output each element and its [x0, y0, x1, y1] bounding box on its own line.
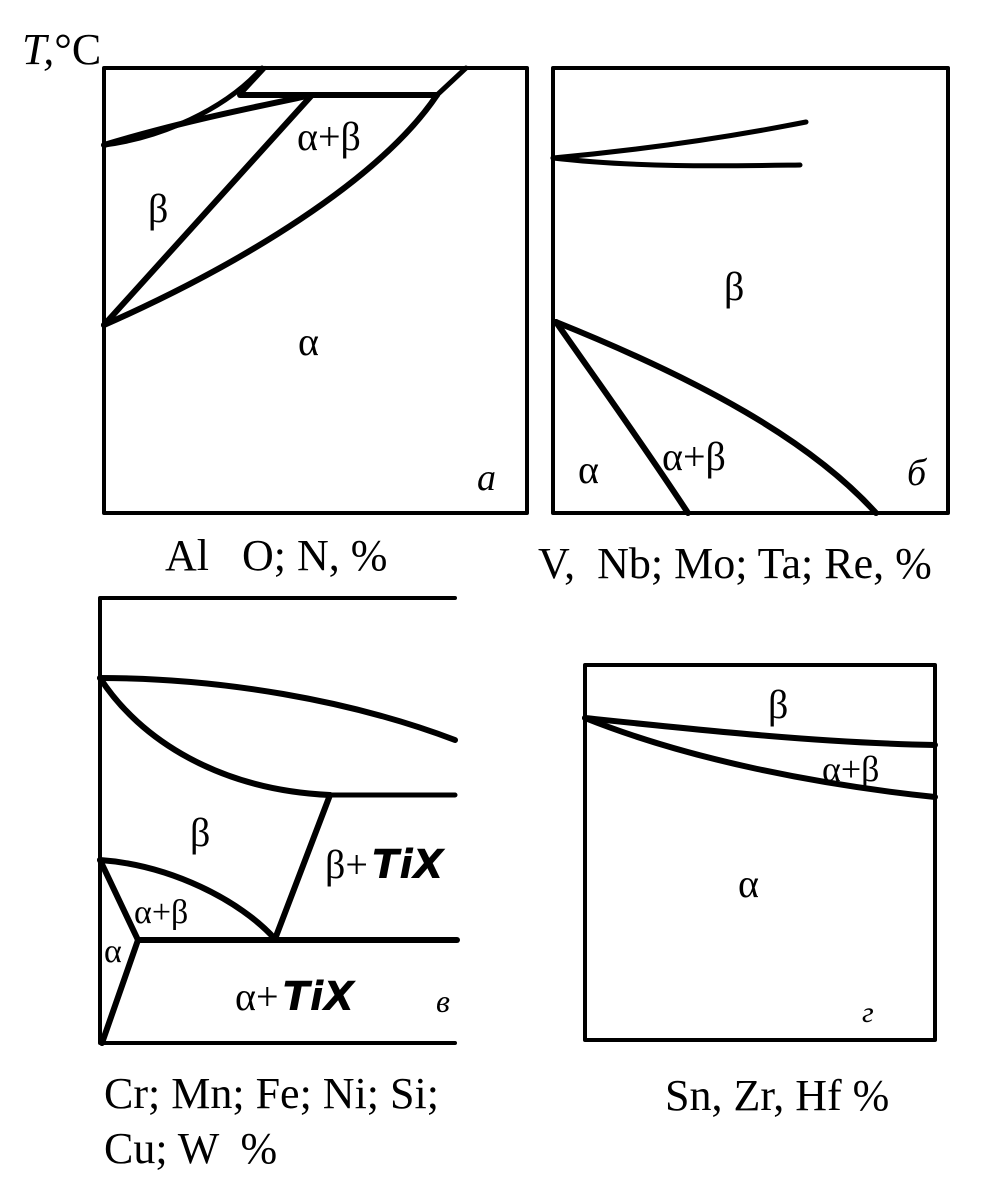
panel-b-frame	[551, 66, 950, 515]
panel-c-alpha-label: α	[104, 933, 122, 970]
panel-a-beta-label: β	[148, 186, 168, 231]
panel-d-frame	[583, 663, 937, 1042]
panel-b-alpha-label: α	[578, 447, 599, 492]
panel-b	[550, 66, 950, 516]
panel-c	[97, 596, 460, 1046]
panel-c-beta-transus	[97, 857, 278, 942]
panel-d-beta-transus	[582, 715, 938, 748]
panel-d-alpha-label: α	[738, 861, 759, 906]
panel-c-tag: в	[436, 983, 450, 1019]
panel-a-tag: а	[477, 457, 496, 499]
panel-c-alpha-plus: α+	[235, 974, 279, 1019]
panel-b-alpha-solvus	[553, 319, 691, 516]
temperature-unit: °C	[54, 25, 102, 74]
panel-b-alpha-beta-label: α+β	[662, 434, 726, 479]
panel-c-caption-line-2: Cu; W %	[104, 1124, 278, 1173]
panel-a-caption: Al O; N, %	[165, 531, 388, 580]
panel-b-caption: V, Nb; Mo; Ta; Re, %	[538, 539, 932, 588]
panel-d-caption: Sn, Zr, Hf %	[665, 1071, 890, 1120]
panel-c-frame	[98, 596, 457, 1045]
panel-a-beta-solvus	[101, 92, 315, 328]
panel-a-alpha-solvus	[101, 92, 440, 328]
panel-c-tix-upper: TiX	[372, 842, 446, 888]
panel-c-beta-solvus	[272, 792, 333, 942]
panel-c-beta-label: β	[190, 810, 210, 855]
panel-c-liquidus-curve	[97, 675, 458, 743]
panel-c-alpha-beta-label: α+β	[134, 894, 188, 931]
panel-a-liquidus-curve	[101, 65, 265, 148]
panel-c-alpha-solvus	[97, 857, 141, 943]
panel-b-beta-label: β	[724, 264, 744, 309]
panel-a-alpha-label: α	[298, 319, 319, 364]
panel-c-solidus-curve	[97, 675, 333, 798]
panel-a-beta-transus-upper	[101, 92, 315, 148]
panel-c-alpha-tix-label: α+TiX	[235, 974, 357, 1020]
panel-c-tix-lower: TiX	[283, 974, 357, 1020]
panel-a-peritectic-connector	[238, 66, 267, 97]
panel-c-beta-tix-label: β+TiX	[325, 842, 446, 888]
panel-c-beta-plus: β+	[325, 842, 368, 887]
panel-c-alpha-limit	[99, 937, 141, 1046]
panel-d-beta-label: β	[768, 682, 788, 727]
temperature-symbol: T,	[22, 25, 55, 74]
temperature-axis-label: T,°C	[22, 28, 101, 72]
panel-b-beta-transus	[553, 319, 879, 516]
panel-d-alpha-transus	[582, 715, 938, 800]
panel-a-frame	[102, 66, 529, 515]
panel-c-caption-line-1: Cr; Mn; Fe; Ni; Si;	[104, 1069, 439, 1118]
panel-d	[582, 663, 938, 1042]
panel-b-solidus-curve	[550, 155, 803, 169]
panel-b-tag: б	[907, 452, 928, 494]
panel-a	[101, 65, 529, 515]
panel-a-alpha-beta-label: α+β	[297, 114, 361, 159]
panel-b-liquidus-curve	[550, 119, 809, 161]
panel-d-tag: г	[862, 996, 874, 1029]
panel-d-alpha-beta-label: α+β	[822, 749, 879, 789]
panel-a-top-right-line	[434, 65, 469, 98]
